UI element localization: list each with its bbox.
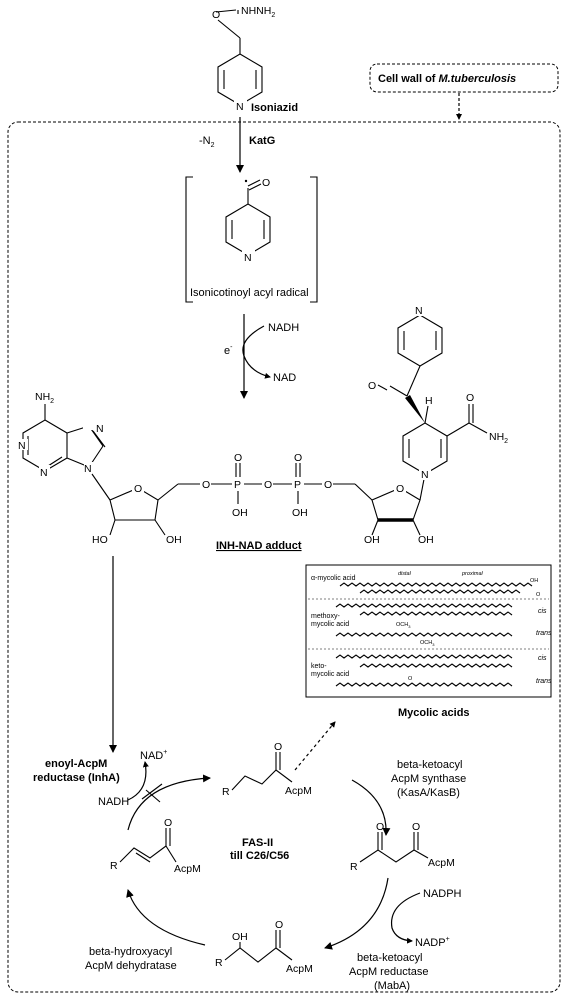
electron-label: e-: [224, 344, 233, 357]
radical-label: Isonicotinoyl acyl radical: [190, 287, 309, 299]
nad-label: NAD: [273, 372, 296, 384]
svg-text:NADPH: NADPH: [423, 888, 462, 900]
svg-text:distal: distal: [398, 571, 412, 577]
svg-text:O: O: [412, 821, 420, 833]
cell-boundary: [7, 121, 561, 993]
svg-text:O: O: [234, 452, 242, 464]
svg-text:beta-ketoacyl: beta-ketoacyl: [397, 759, 462, 771]
svg-text:keto-mycolic acid: keto-mycolic acid: [311, 663, 349, 678]
svg-text:O: O: [396, 483, 404, 495]
isoniazid-label: Isoniazid: [251, 102, 298, 114]
svg-text:OH: OH: [364, 534, 380, 546]
svg-text:OH: OH: [232, 507, 248, 519]
svg-text:proximal: proximal: [461, 571, 484, 577]
cycle-center-line2: till C26/C56: [230, 850, 289, 862]
inh-nad-adduct-structure: NH2 N N N N O HO OH O P O: [17, 304, 508, 552]
nadh-reduction-step: NADH e- NAD: [224, 314, 299, 399]
svg-text:P: P: [234, 479, 241, 491]
svg-text:N: N: [421, 469, 429, 481]
svg-text:O: O: [294, 452, 302, 464]
svg-text:(KasA/KasB): (KasA/KasB): [397, 787, 460, 799]
svg-text:beta-ketoacyl: beta-ketoacyl: [357, 952, 422, 964]
cell-wall-label: Cell wall of M.tuberculosis: [378, 73, 516, 85]
svg-text:P: P: [294, 479, 301, 491]
isoniazid-carbonyl-oxygen: O: [212, 9, 220, 21]
svg-text:O: O: [275, 919, 283, 931]
svg-text:R: R: [110, 860, 118, 872]
svg-text:O: O: [134, 483, 142, 495]
svg-text:O: O: [408, 676, 413, 682]
svg-text:trans: trans: [536, 678, 552, 685]
isoniazid-ring-nitrogen: N: [236, 101, 244, 113]
svg-text:N: N: [40, 467, 48, 479]
svg-text:R: R: [222, 786, 230, 798]
svg-text:AcpM synthase: AcpM synthase: [391, 773, 466, 785]
svg-text:NH2: NH2: [489, 431, 508, 445]
svg-text:OCH3: OCH3: [396, 622, 411, 629]
mycolic-acids-panel: α-mycolic acid distal proximal OH O meth…: [305, 564, 552, 719]
inha-label-line1: enoyl-AcpM: [45, 758, 107, 770]
svg-text:N: N: [415, 305, 423, 317]
svg-text:AcpM: AcpM: [428, 857, 455, 869]
svg-text:H: H: [425, 395, 433, 407]
fas-ii-cycle: FAS-II till C26/C56 R O AcpM R O O AcpM …: [33, 741, 466, 992]
svg-text:trans: trans: [536, 630, 552, 637]
cell-wall-callout: Cell wall of M.tuberculosis: [369, 63, 559, 120]
mycolic-acids-caption: Mycolic acids: [398, 707, 470, 719]
svg-text:methoxy-mycolic acid: methoxy-mycolic acid: [311, 613, 349, 628]
svg-text:OH: OH: [418, 534, 434, 546]
svg-text:N: N: [18, 440, 26, 452]
svg-text:OH: OH: [166, 534, 182, 546]
cycle-center-line1: FAS-II: [242, 837, 273, 849]
svg-text:OH: OH: [530, 578, 538, 584]
acyl-radical-structure: O N Isonicotinoyl acyl radical: [185, 176, 318, 303]
svg-text:O: O: [164, 817, 172, 829]
svg-text:OH: OH: [292, 507, 308, 519]
svg-text:AcpM: AcpM: [174, 863, 201, 875]
svg-text:N: N: [84, 463, 92, 475]
radical-ring-nitrogen: N: [244, 252, 252, 264]
svg-text:α-mycolic acid: α-mycolic acid: [311, 575, 356, 582]
svg-text:O: O: [376, 821, 384, 833]
katg-label: KatG: [249, 135, 275, 147]
svg-text:O: O: [368, 380, 376, 392]
svg-text:O: O: [202, 479, 210, 491]
svg-text:NH2: NH2: [35, 391, 54, 405]
svg-text:O: O: [264, 479, 272, 491]
svg-text:NAD+: NAD+: [140, 749, 167, 762]
svg-text:O: O: [324, 479, 332, 491]
svg-text:NADH: NADH: [98, 796, 129, 808]
svg-text:cis: cis: [538, 608, 547, 615]
svg-text:AcpM reductase: AcpM reductase: [349, 966, 428, 978]
svg-text:O: O: [274, 741, 282, 753]
inh-nad-adduct-label: INH-NAD adduct: [216, 540, 302, 552]
svg-text:OH: OH: [232, 931, 248, 943]
svg-text:AcpM: AcpM: [285, 785, 312, 797]
svg-text:(MabA): (MabA): [374, 980, 410, 992]
svg-text:HO: HO: [92, 534, 108, 546]
svg-text:AcpM dehydratase: AcpM dehydratase: [85, 960, 177, 972]
nitrogen-loss-label: -N2: [199, 135, 215, 149]
svg-text:cis: cis: [538, 655, 547, 662]
svg-text:beta-hydroxyacyl: beta-hydroxyacyl: [89, 946, 172, 958]
svg-text:AcpM: AcpM: [286, 963, 313, 975]
svg-text:N: N: [96, 423, 104, 435]
radical-carbonyl-oxygen: O: [262, 177, 270, 189]
svg-text:O: O: [536, 592, 541, 598]
svg-text:R: R: [215, 957, 223, 969]
svg-text:O: O: [466, 392, 474, 404]
katg-activation-step: -N2 KatG: [199, 117, 275, 173]
hydrazide-group-label: NHNH2: [241, 5, 275, 19]
svg-text:NADP+: NADP+: [415, 936, 450, 949]
isoniazid-structure: NHNH2 O N Isoniazid: [212, 5, 298, 114]
svg-text:R: R: [350, 861, 358, 873]
nadh-label: NADH: [268, 322, 299, 334]
svg-text:OCH3: OCH3: [420, 640, 435, 647]
inha-label-line2: reductase (InhA): [33, 772, 120, 784]
